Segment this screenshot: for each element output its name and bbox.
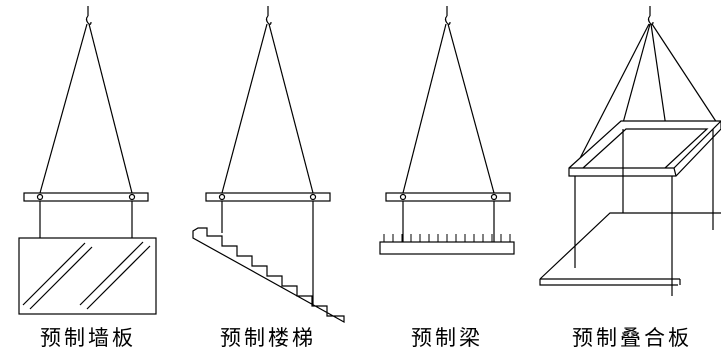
slab-lifting-group: 预制叠合板 — [539, 6, 721, 350]
stair-hook-icon — [265, 6, 272, 25]
stair-lifting-group: 预制楼梯 — [192, 6, 345, 350]
stair-flight — [192, 227, 345, 324]
beam-lifting-group: 预制梁 — [379, 6, 515, 350]
wall-panel-lifting-group: 预制墙板 — [18, 6, 157, 350]
beam-body — [379, 241, 515, 255]
stair-sling-ropes — [221, 23, 314, 194]
beam-caption: 预制梁 — [411, 326, 483, 350]
stair-hangers — [218, 193, 317, 305]
slab-sling-ropes — [574, 23, 718, 169]
stair-spreader-beam — [205, 192, 331, 202]
composite-slab — [539, 212, 721, 286]
beam-stirrups — [383, 234, 511, 242]
beam-hangers — [399, 193, 498, 242]
stair-caption: 预制楼梯 — [220, 326, 316, 350]
wall-sling-ropes — [39, 23, 133, 194]
beam-spreader-beam — [385, 192, 511, 202]
wall-panel-hatch — [22, 241, 151, 310]
slab-hook-icon — [647, 6, 654, 25]
slab-caption: 预制叠合板 — [572, 326, 692, 350]
beam-sling-ropes — [402, 23, 495, 194]
wall-spreader-beam — [23, 192, 149, 202]
slab-lifting-frame — [568, 120, 721, 177]
wall-hook-icon — [85, 6, 92, 25]
wall-panel-caption: 预制墙板 — [40, 326, 136, 350]
beam-hook-icon — [444, 6, 451, 25]
wall-hangers — [36, 193, 136, 238]
